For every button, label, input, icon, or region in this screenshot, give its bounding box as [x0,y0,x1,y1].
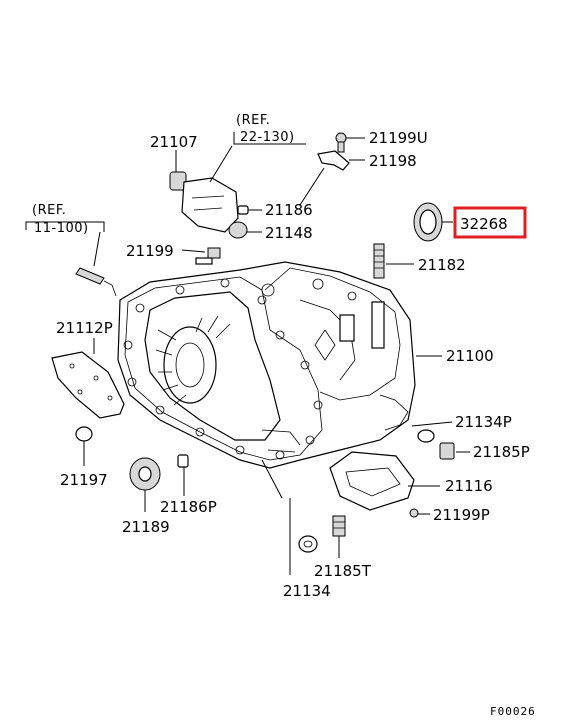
ref-11-100-line2: 11-100) [34,221,89,236]
part-21116-cover[interactable] [329,451,415,511]
part-32268-oil-seal[interactable] [413,202,443,242]
label-21116[interactable]: 21116 [445,477,493,495]
label-21107[interactable]: 21107 [150,133,198,151]
part-21107-bracket[interactable] [169,171,239,233]
part-21185p-plug[interactable] [439,442,455,460]
label-21100[interactable]: 21100 [446,347,494,365]
label-21199p[interactable]: 21199P [433,506,490,524]
label-21185t[interactable]: 21185T [314,562,372,580]
part-21199u-bolt[interactable] [335,132,347,153]
part-21134p-washer[interactable] [417,429,435,443]
ref-11-100-line1: (REF. [32,203,66,218]
part-21186-pin[interactable] [237,205,249,215]
ref-11-100-part [75,267,117,297]
label-21189[interactable]: 21189 [122,518,170,536]
label-21185p[interactable]: 21185P [473,443,530,461]
label-21182[interactable]: 21182 [418,256,466,274]
part-21112p-cover[interactable] [51,351,125,419]
label-21134p[interactable]: 21134P [455,413,512,431]
part-21185t-plug[interactable] [332,515,346,537]
diagram-code: F00026 [490,705,536,718]
part-21197-plug[interactable] [75,426,93,442]
label-21186p[interactable]: 21186P [160,498,217,516]
part-21189-washer[interactable] [129,457,161,491]
label-21198[interactable]: 21198 [369,152,417,170]
label-21112p[interactable]: 21112P [56,319,113,337]
label-21199u[interactable]: 21199U [369,129,428,147]
highlight-box-32268 [453,206,527,239]
part-21134-gasket[interactable] [298,535,318,553]
part-21199p-bolt[interactable] [409,508,419,518]
label-21148[interactable]: 21148 [265,224,313,242]
part-21198-bracket[interactable] [317,150,350,171]
label-21199[interactable]: 21199 [126,242,174,260]
part-21148-sleeve[interactable] [228,221,248,239]
label-21134[interactable]: 21134 [283,582,331,600]
ref-22-130-line1: (REF. [236,113,270,128]
label-21197[interactable]: 21197 [60,471,108,489]
label-21186[interactable]: 21186 [265,201,313,219]
label-32268[interactable]: 32268 [460,215,508,233]
leader-lines [25,132,470,575]
ref-22-130-line2: 22-130) [240,130,295,145]
part-21182-stud[interactable] [373,243,385,279]
part-21199-bolt[interactable] [195,247,221,265]
part-21186p-pin[interactable] [177,454,189,468]
transmission-case[interactable] [117,261,416,469]
